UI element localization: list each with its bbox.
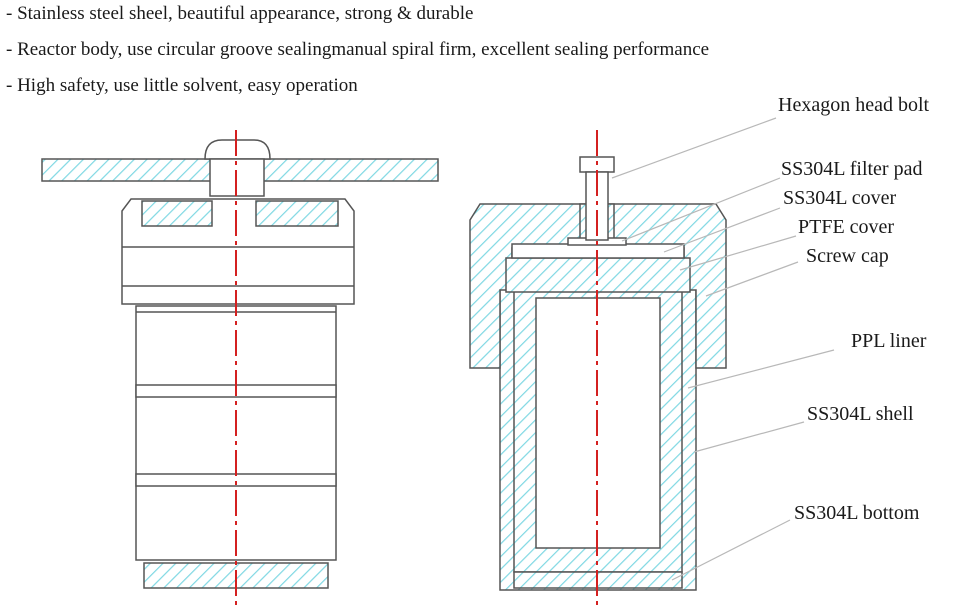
bolt-head bbox=[204, 139, 271, 160]
leader-lines bbox=[611, 117, 835, 581]
reactor-external-view bbox=[41, 130, 439, 605]
label-filter-pad: SS304L filter pad bbox=[781, 158, 922, 180]
label-ppl-liner: PPL liner bbox=[851, 330, 927, 352]
feature-list: - Stainless steel sheel, beautiful appea… bbox=[6, 2, 709, 110]
label-hexagon-head-bolt: Hexagon head bolt bbox=[778, 94, 930, 116]
feature-item: - Reactor body, use circular groove seal… bbox=[6, 39, 710, 60]
label-ptfe-cover: PTFE cover bbox=[798, 216, 894, 238]
label-shell: SS304L shell bbox=[807, 403, 914, 425]
label-cover: SS304L cover bbox=[783, 187, 896, 209]
label-bottom: SS304L bottom bbox=[794, 502, 920, 524]
component-labels: Hexagon head bolt SS304L filter pad SS30… bbox=[778, 94, 930, 524]
cap-insert-right bbox=[255, 200, 339, 227]
feature-item: - Stainless steel sheel, beautiful appea… bbox=[6, 3, 474, 24]
reactor-cross-section bbox=[469, 130, 727, 605]
cap-insert-left bbox=[141, 200, 213, 227]
feature-item: - High safety, use little solvent, easy … bbox=[6, 75, 358, 96]
label-screw-cap: Screw cap bbox=[806, 245, 889, 267]
